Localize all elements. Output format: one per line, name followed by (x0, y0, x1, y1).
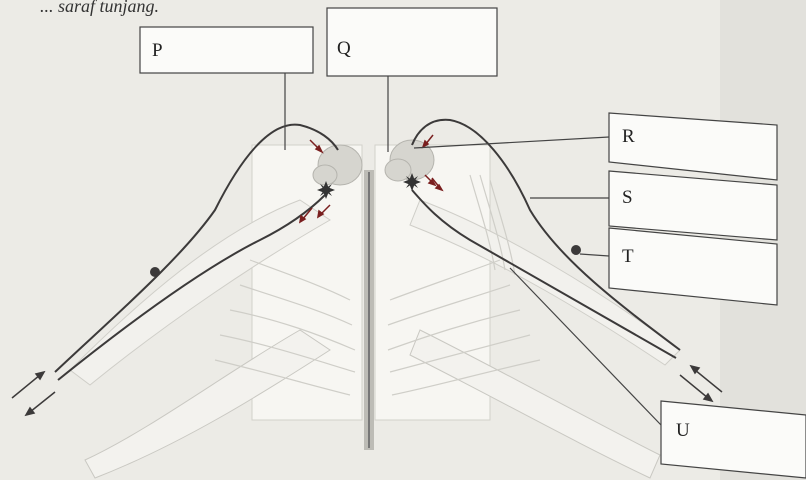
spinal-tissue (70, 145, 680, 478)
label-box-p[interactable]: P (140, 27, 313, 73)
label-q-text: Q (337, 38, 351, 59)
label-t-text: T (622, 246, 634, 267)
impulse-arrows-right (680, 366, 722, 401)
label-r-text: R (622, 126, 635, 147)
ganglion-left (150, 267, 160, 277)
leader-t (580, 254, 609, 256)
ganglion-right (571, 245, 581, 255)
label-box-r[interactable]: R (609, 113, 777, 180)
label-s-text: S (622, 187, 633, 208)
label-u-text: U (676, 420, 690, 441)
impulse-arrows-left (12, 372, 55, 415)
label-box-u[interactable]: U (661, 401, 806, 478)
leader-r (414, 137, 609, 148)
caption-text: ... saraf tunjang. (40, 0, 159, 16)
label-p-text: P (152, 40, 163, 61)
label-box-q[interactable]: Q (327, 8, 497, 76)
